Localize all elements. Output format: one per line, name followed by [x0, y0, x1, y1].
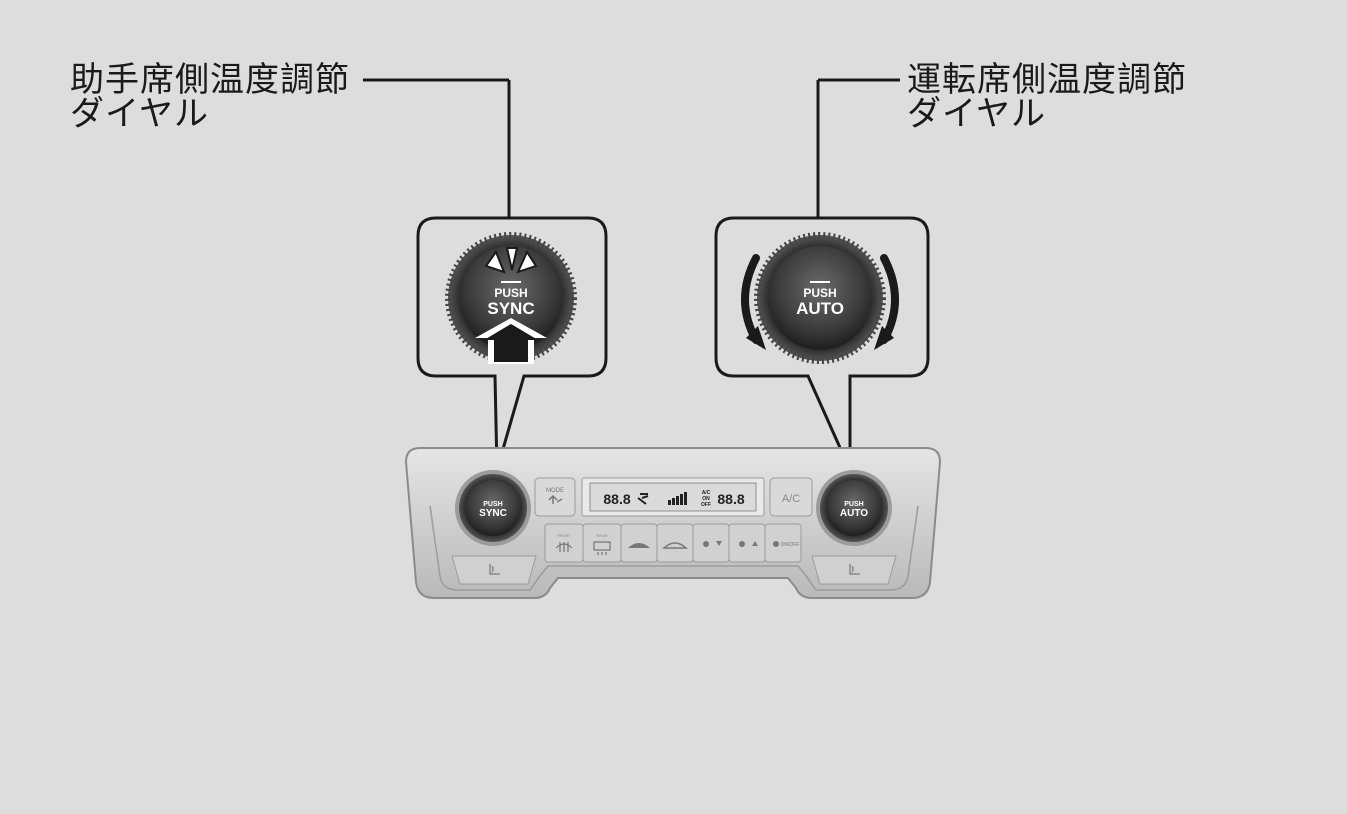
rear-defrost-button[interactable]: REAR	[582, 523, 622, 563]
fresh-air-button[interactable]	[656, 523, 694, 563]
ac-button-label: A/C	[782, 493, 800, 505]
front-defrost-label: FRONT	[557, 533, 571, 538]
rear-defrost-icon	[593, 541, 611, 555]
driver-knob-bottom-text: AUTO	[796, 299, 844, 318]
press-indicator-icon	[484, 247, 538, 274]
driver-knob-top-text: PUSH	[803, 286, 836, 300]
recirculation-button[interactable]	[620, 523, 658, 563]
fan-up-button[interactable]	[728, 523, 766, 563]
fan-onoff-button[interactable]: ON/OFF	[764, 523, 802, 563]
ac-button[interactable]: A/C	[769, 477, 813, 517]
passenger-knob-bottom-text: SYNC	[487, 299, 534, 318]
mode-button[interactable]: MODE	[534, 477, 576, 517]
display-ac-on: ON	[702, 496, 710, 502]
mode-icon	[548, 494, 563, 504]
passenger-seat-heater-button[interactable]	[451, 555, 537, 585]
passenger-label-line1: 助手席側温度調節	[70, 60, 350, 100]
climate-control-panel: PUSH SYNC PUSH AUTO MODE 88.8	[404, 447, 942, 599]
fan-down-icon	[703, 541, 722, 547]
rotate-left-arrow-icon	[741, 254, 766, 350]
fan-onoff-label: ON/OFF	[781, 542, 800, 548]
recirculation-icon	[628, 543, 650, 548]
fresh-air-icon	[662, 542, 688, 549]
passenger-knob-top-text: PUSH	[494, 286, 527, 300]
display-fan-level-icon	[668, 492, 687, 505]
driver-knob-enlarged[interactable]: PUSH AUTO	[754, 232, 886, 364]
display-left-temp: 88.8	[603, 491, 630, 507]
driver-seat-heater-button[interactable]	[811, 555, 897, 585]
rear-defrost-label: REAR	[596, 533, 607, 538]
driver-temp-dial-label: 運転席側温度調節 ダイヤル	[907, 63, 1187, 131]
driver-small-knob-top: PUSH	[844, 501, 863, 508]
driver-temp-knob[interactable]: PUSH AUTO	[816, 470, 892, 546]
front-defrost-button[interactable]: FRONT	[544, 523, 584, 563]
passenger-label-line2: ダイヤル	[70, 94, 209, 134]
seat-heater-icon	[849, 564, 860, 575]
passenger-small-knob-bottom: SYNC	[479, 508, 507, 519]
push-arrow-icon	[475, 318, 547, 364]
fan-down-button[interactable]	[692, 523, 730, 563]
seat-heater-icon	[489, 564, 500, 575]
passenger-temp-knob[interactable]: PUSH SYNC	[455, 470, 531, 546]
driver-label-line1: 運転席側温度調節	[907, 60, 1187, 100]
driver-small-knob-bottom: AUTO	[840, 508, 868, 519]
rotate-right-arrow-icon	[874, 254, 899, 350]
driver-label-line2: ダイヤル	[907, 94, 1046, 134]
front-defrost-icon	[555, 542, 573, 552]
fan-onoff-icon	[773, 541, 779, 547]
fan-up-icon	[739, 541, 758, 547]
display-ac-label: A/C	[702, 490, 711, 496]
leader-line-passenger	[363, 78, 511, 236]
display-right-temp: 88.8	[717, 491, 744, 507]
passenger-temp-dial-label: 助手席側温度調節 ダイヤル	[70, 63, 350, 131]
passenger-knob-enlarged[interactable]: PUSH SYNC	[445, 232, 577, 364]
leader-line-driver	[816, 78, 900, 236]
climate-display: 88.8 A/C ON OFF 88.8	[581, 477, 765, 517]
mode-button-label: MODE	[546, 488, 564, 494]
passenger-small-knob-top: PUSH	[483, 501, 502, 508]
display-airflow-icon	[637, 493, 649, 505]
display-ac-off: OFF	[701, 502, 711, 508]
